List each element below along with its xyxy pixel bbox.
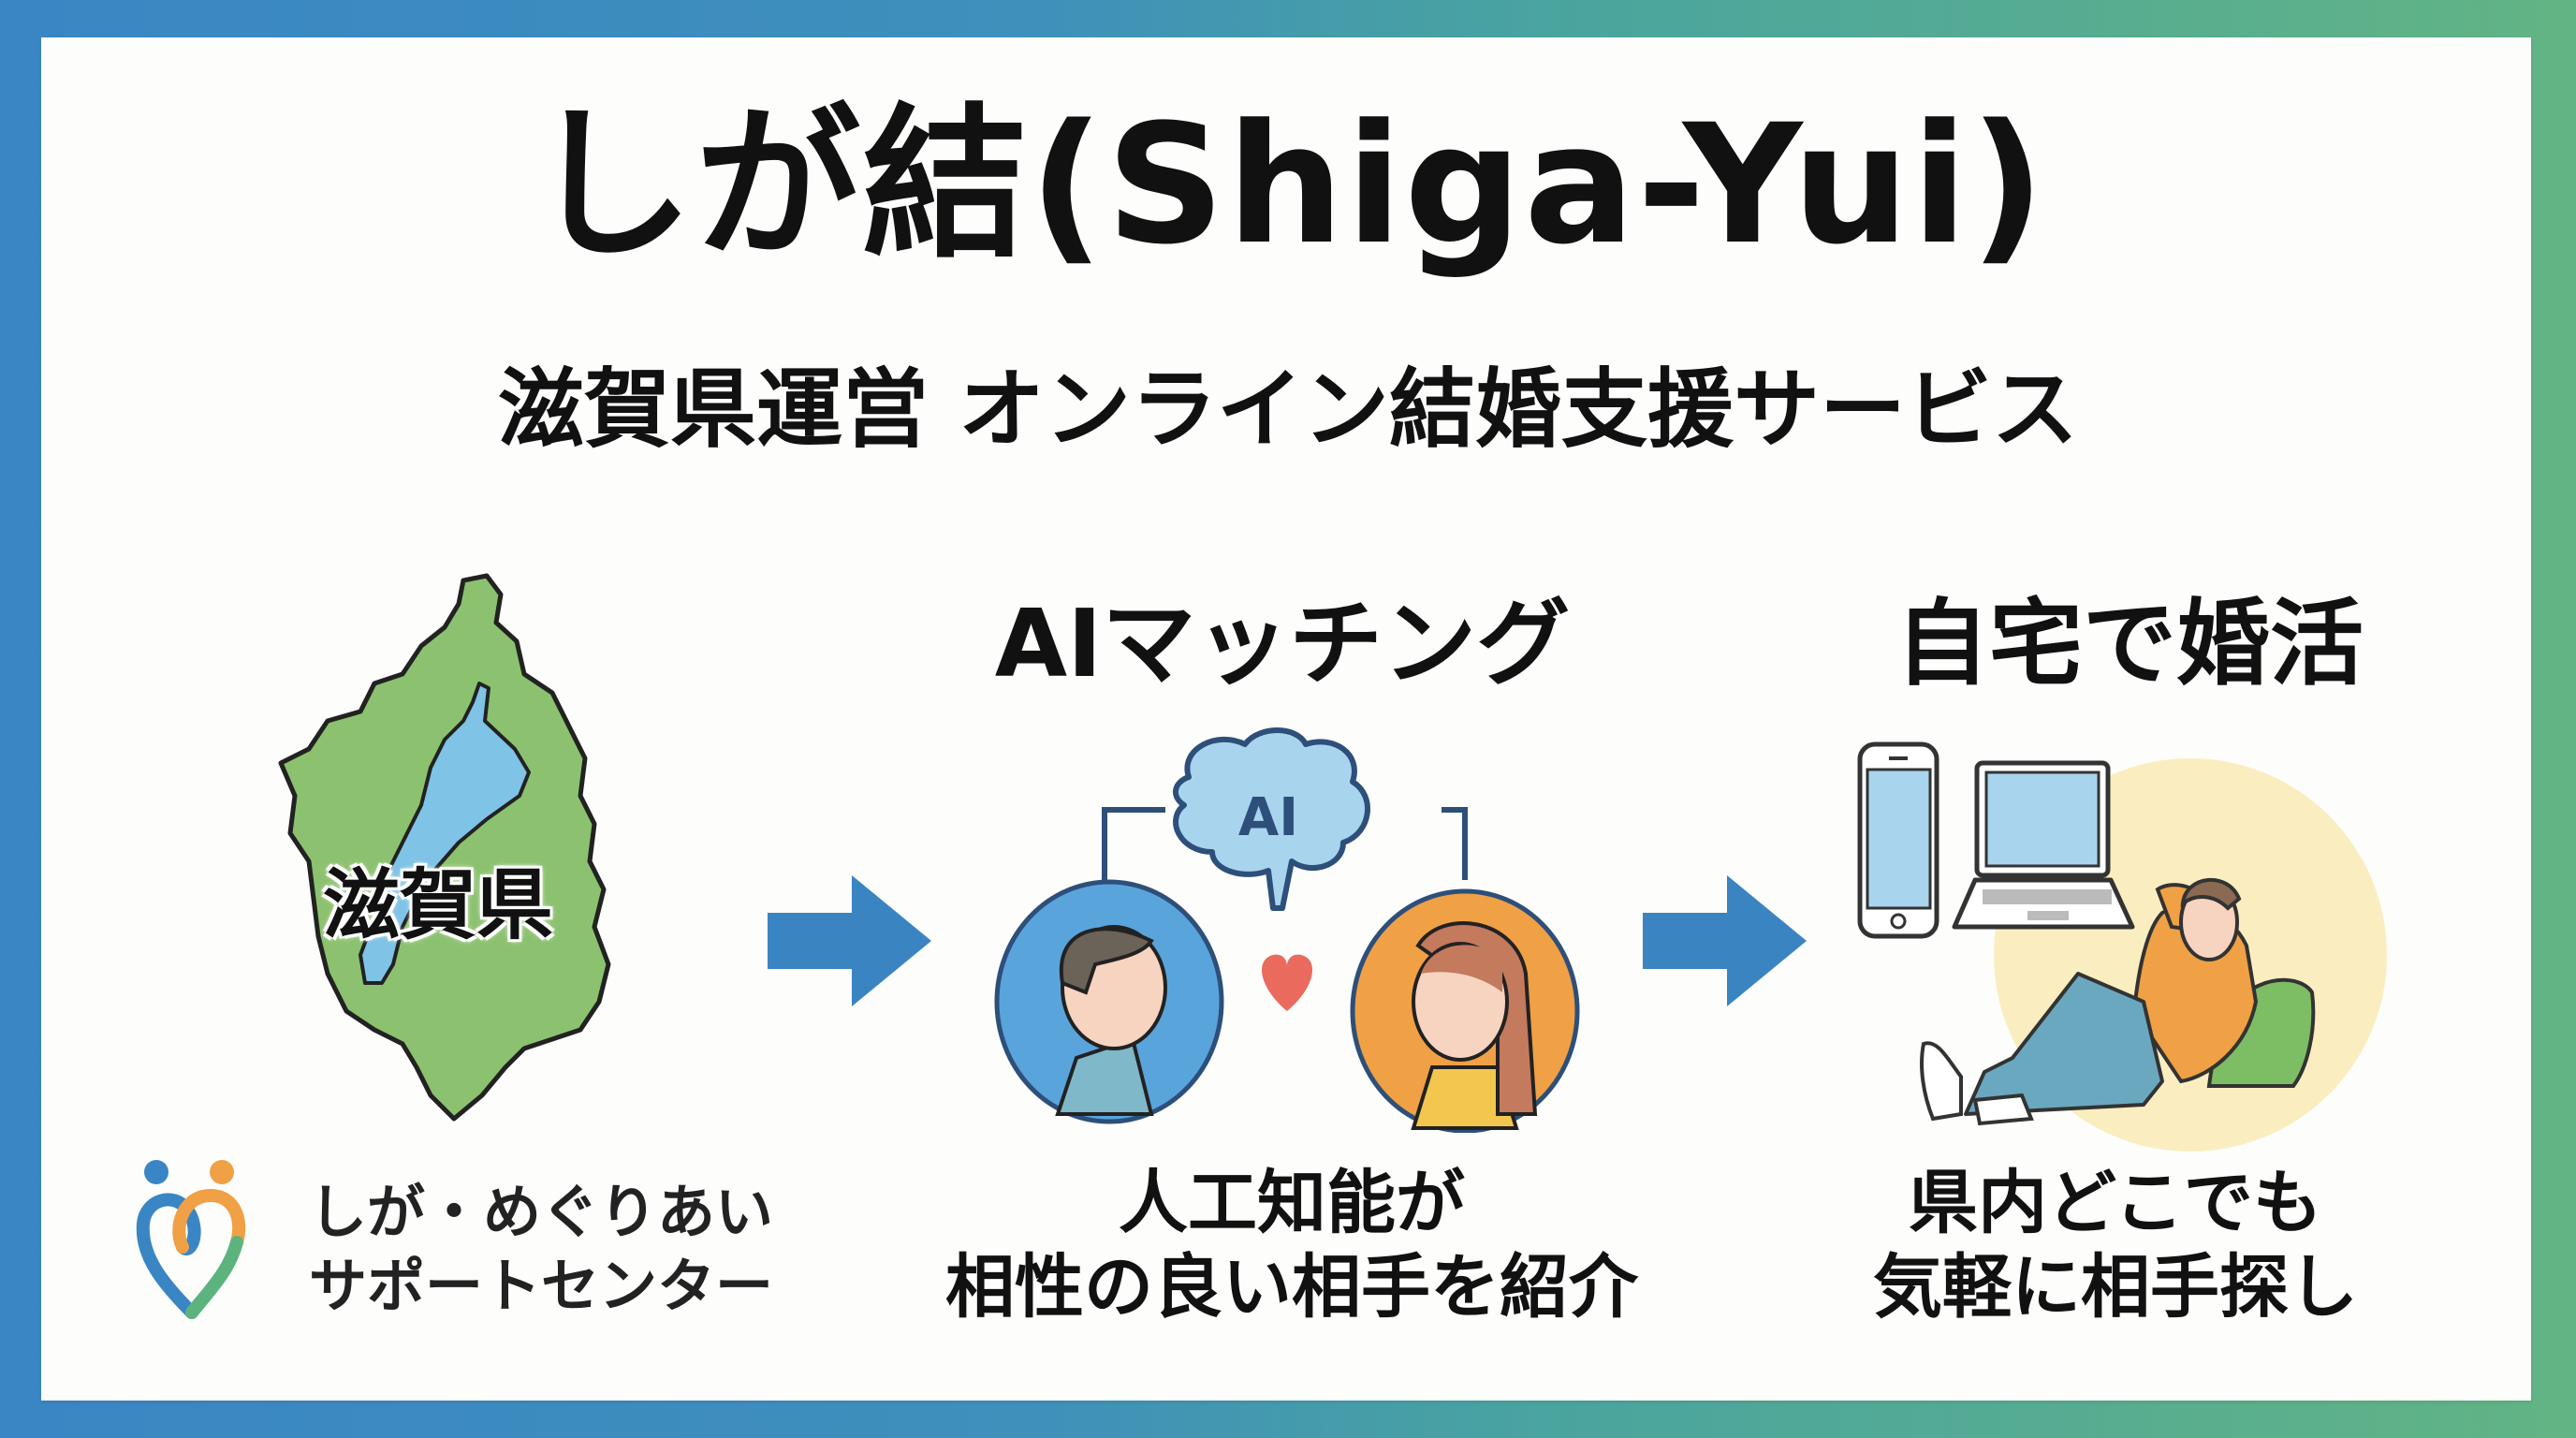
logo-line2: サポートセンター — [309, 1252, 774, 1321]
brain-icon: AI — [1173, 727, 1370, 911]
logo-text: しが・めぐりあい サポートセンター — [309, 1175, 773, 1324]
logo-line1: しが・めぐりあい — [309, 1178, 774, 1246]
page-title: しが結(Shiga-Yui) — [529, 89, 2047, 281]
home-heading: 自宅で婚活 — [1895, 589, 2364, 698]
ai-matching-heading: AIマッチング — [994, 589, 1571, 698]
shiga-map-icon — [278, 573, 611, 1122]
caption-line2: 気軽に相手探し — [1873, 1247, 2358, 1328]
home-illustration — [1857, 741, 2387, 1152]
page-subtitle: 滋賀県運営 オンライン結婚支援サービス — [497, 360, 2079, 460]
svg-text:AI: AI — [1238, 787, 1298, 848]
right-arrow-icon — [1643, 875, 1807, 1006]
caption-line1: 人工知能が — [1119, 1163, 1465, 1243]
heart-icon — [1262, 954, 1312, 1011]
logo-heart-icon — [136, 1160, 246, 1319]
map-label: 滋賀県 — [323, 861, 554, 950]
home-caption: 県内どこでも 気軽に相手探し — [1853, 1161, 2378, 1330]
smartphone-icon — [1857, 741, 1939, 939]
right-arrow-icon — [768, 875, 931, 1006]
ai-matching-illustration: AI — [994, 727, 1580, 1133]
caption-line2: 相性の良い相手を紹介 — [945, 1247, 1638, 1328]
caption-line1: 県内どこでも — [1909, 1163, 2322, 1243]
laptop-icon — [1952, 760, 2135, 930]
ai-matching-caption: 人工知能が 相性の良い相手を紹介 — [936, 1161, 1647, 1330]
